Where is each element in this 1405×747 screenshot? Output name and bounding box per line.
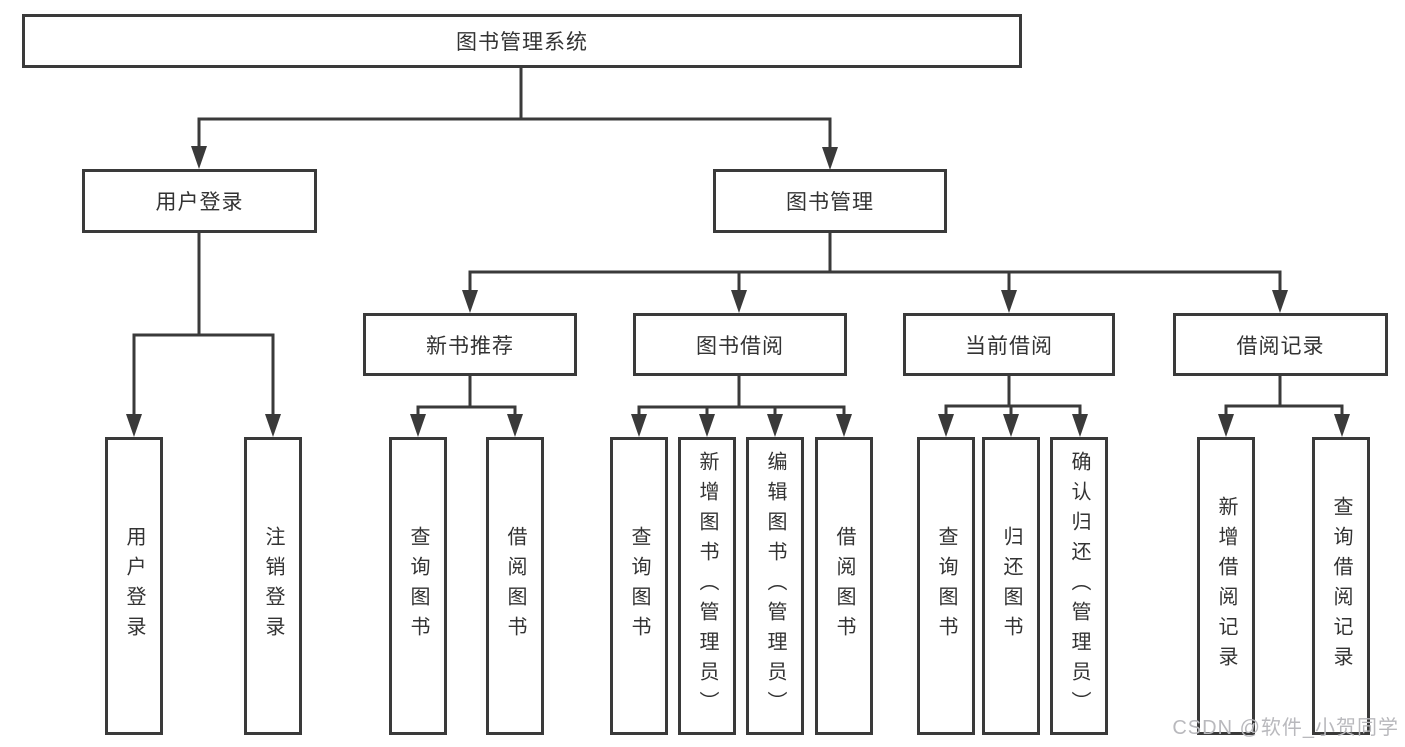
leaf-query-books-3-label: 查询图书 [935, 526, 957, 646]
node-root-label: 图书管理系统 [456, 31, 588, 54]
node-new-book-recommend: 新书推荐 [363, 313, 577, 376]
leaf-query-books-2: 查询图书 [610, 437, 668, 735]
leaf-borrow-books-2: 借阅图书 [815, 437, 873, 735]
leaf-user-login: 用户登录 [105, 437, 163, 735]
watermark: CSDN @软件_小贺同学 [1172, 717, 1399, 739]
node-user-login: 用户登录 [82, 169, 317, 233]
node-user-login-label: 用户登录 [155, 191, 244, 214]
node-current-borrow: 当前借阅 [903, 313, 1115, 376]
leaf-borrow-books-1: 借阅图书 [486, 437, 544, 735]
leaf-return-books: 归还图书 [982, 437, 1040, 735]
node-current-borrow-label: 当前借阅 [965, 334, 1053, 358]
leaf-edit-books-admin: 编辑图书（管理员） [746, 437, 804, 735]
leaf-add-borrow-record-label: 新增借阅记录 [1215, 496, 1237, 676]
leaf-confirm-return-admin: 确认归还（管理员） [1050, 437, 1108, 735]
leaf-add-books-admin-label: 新增图书（管理员） [696, 451, 718, 721]
leaf-return-books-label: 归还图书 [1000, 526, 1022, 646]
node-borrow-records-label: 借阅记录 [1236, 334, 1325, 358]
leaf-query-books-3: 查询图书 [917, 437, 975, 735]
leaf-logout-login: 注销登录 [244, 437, 302, 735]
leaf-edit-books-admin-label: 编辑图书（管理员） [764, 451, 786, 721]
node-book-borrow-label: 图书借阅 [696, 334, 784, 358]
node-new-book-recommend-label: 新书推荐 [426, 334, 514, 358]
leaf-query-books-1-label: 查询图书 [407, 526, 429, 646]
leaf-query-books-1: 查询图书 [389, 437, 447, 735]
leaf-logout-login-label: 注销登录 [262, 526, 284, 646]
leaf-borrow-books-2-label: 借阅图书 [833, 526, 855, 646]
node-root: 图书管理系统 [22, 14, 1022, 68]
node-book-borrow: 图书借阅 [633, 313, 847, 376]
node-book-management: 图书管理 [713, 169, 947, 233]
leaf-add-borrow-record: 新增借阅记录 [1197, 437, 1255, 735]
leaf-borrow-books-1-label: 借阅图书 [504, 526, 526, 646]
leaf-add-books-admin: 新增图书（管理员） [678, 437, 736, 735]
leaf-query-borrow-record: 查询借阅记录 [1312, 437, 1370, 735]
node-book-management-label: 图书管理 [786, 191, 874, 214]
arrowheads [126, 146, 1350, 437]
leaf-user-login-label: 用户登录 [123, 526, 145, 646]
node-borrow-records: 借阅记录 [1173, 313, 1388, 376]
leaf-query-borrow-record-label: 查询借阅记录 [1330, 496, 1352, 676]
leaf-confirm-return-admin-label: 确认归还（管理员） [1068, 451, 1090, 721]
leaf-query-books-2-label: 查询图书 [628, 526, 650, 646]
